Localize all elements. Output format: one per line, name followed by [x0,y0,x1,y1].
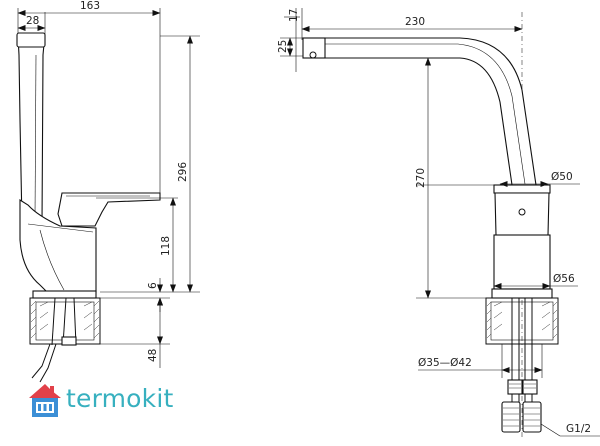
right-front-view: 230 17 25 270 Ø50 Ø56 [277,8,600,440]
faucet-spout-front [304,37,537,186]
faucet-handle-lever [17,35,45,226]
hose-fitting-right [522,401,542,433]
termokit-logo: termokit [26,381,186,421]
left-side-view: 163 28 [16,0,200,383]
house-logo-icon [29,384,61,417]
dim-gap: 6 [147,282,159,289]
faucet-base-side [32,290,97,299]
dim-base-height: 118 [160,236,172,256]
dim-spout-reach: 230 [405,16,425,28]
dim-handle-width: 28 [26,15,39,27]
dim-total-height: 296 [177,162,189,182]
handle-cap [16,32,46,48]
dim-base-diameter: Ø56 [553,273,575,285]
dim-spout-tip: 17 [288,9,300,22]
dim-spout-height: 25 [277,40,289,53]
countertop-section-right [485,297,559,360]
faucet-body-front [493,184,551,194]
dim-body-height: 270 [415,168,427,188]
dim-hole-range: Ø35—Ø42 [418,357,472,369]
hose-fitting-left [501,401,521,433]
dim-thread: G1/2 [566,423,591,435]
faucet-base-front [491,288,553,299]
countertop-section-left [29,297,101,346]
spout-outlet [302,37,326,59]
faucet-spout-side [57,192,161,227]
handle-pivot [518,208,526,216]
logo-text: termokit [66,384,174,413]
dim-upper-diameter: Ø50 [551,171,573,183]
supply-hose-left [31,343,51,379]
supply-hoses-front [501,360,542,433]
dim-bottom: 48 [147,349,159,362]
dim-overall-width: 163 [80,0,100,12]
